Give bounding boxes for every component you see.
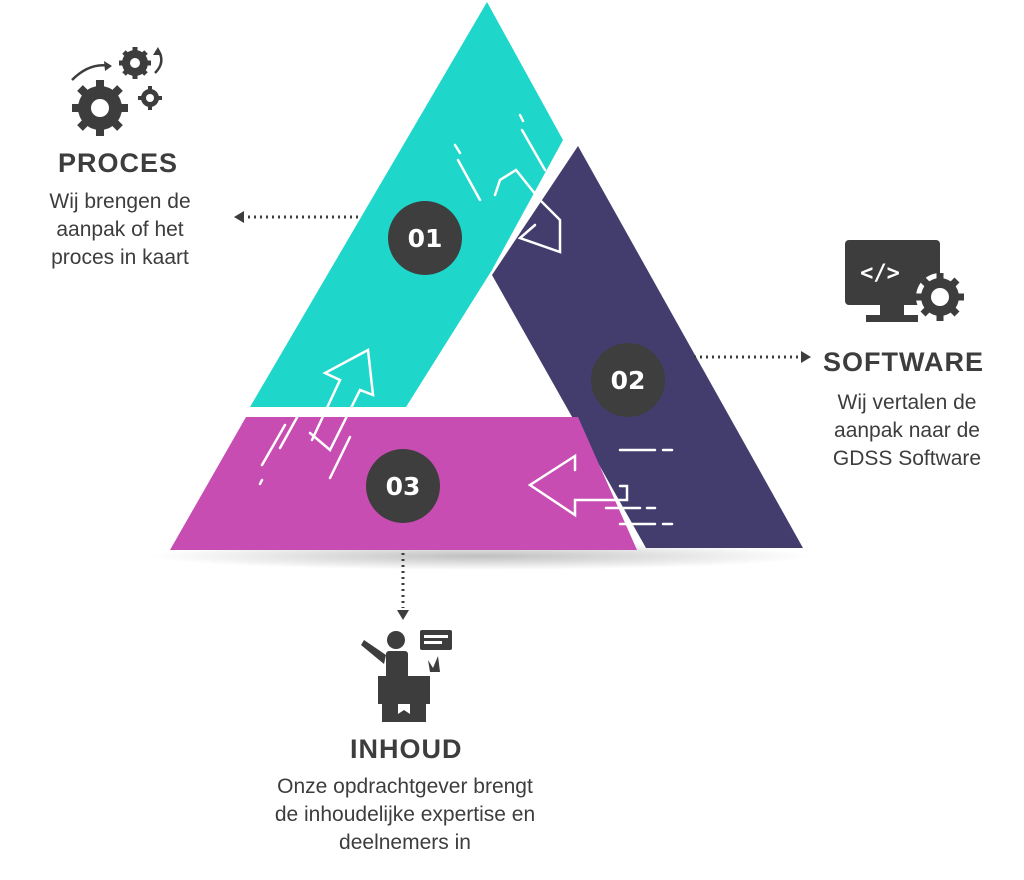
proces-title: PROCES bbox=[58, 148, 179, 178]
number-03: 03 bbox=[386, 472, 421, 501]
arrow-down-right-icon bbox=[453, 113, 562, 254]
inhoud-description-line: de inhoudelijke expertise en bbox=[274, 803, 536, 826]
connector-software bbox=[694, 351, 811, 363]
arrow-left-icon bbox=[527, 448, 674, 526]
segment-software bbox=[492, 146, 803, 548]
connector-inhoud bbox=[397, 553, 409, 620]
number-badge-03: 03 bbox=[366, 449, 440, 523]
software-description-line: Wij vertalen de bbox=[837, 391, 977, 414]
inhoud-description-line: deelnemers in bbox=[339, 831, 471, 854]
proces-description: Wij brengen de aanpak of het proces in k… bbox=[34, 188, 206, 272]
inhoud-description: Onze opdrachtgever brengt de inhoudelijk… bbox=[240, 773, 570, 857]
proces-description-line: aanpak of het bbox=[56, 218, 184, 241]
connector-proces bbox=[234, 211, 358, 223]
gears-icon bbox=[71, 47, 163, 136]
presenter-icon bbox=[361, 630, 452, 722]
number-badge-02: 02 bbox=[591, 343, 665, 417]
software-description-line: aanpak naar de bbox=[834, 419, 980, 442]
proces-description-line: proces in kaart bbox=[51, 246, 189, 269]
software-title: SOFTWARE bbox=[823, 347, 984, 377]
software-description-line: GDSS Software bbox=[832, 447, 982, 470]
segment-proces bbox=[250, 2, 563, 407]
inhoud-title: INHOUD bbox=[350, 734, 463, 764]
number-02: 02 bbox=[611, 366, 646, 395]
svg-text:</>: </> bbox=[860, 261, 900, 286]
monitor-code-gear-icon: </> bbox=[845, 240, 964, 322]
number-01: 01 bbox=[408, 224, 443, 253]
proces-description-line: Wij brengen de bbox=[49, 190, 191, 213]
software-description: Wij vertalen de aanpak naar de GDSS Soft… bbox=[816, 389, 998, 473]
number-badge-01: 01 bbox=[388, 201, 462, 275]
inhoud-description-line: Onze opdrachtgever brengt bbox=[277, 775, 533, 798]
arrow-up-icon bbox=[258, 348, 375, 486]
